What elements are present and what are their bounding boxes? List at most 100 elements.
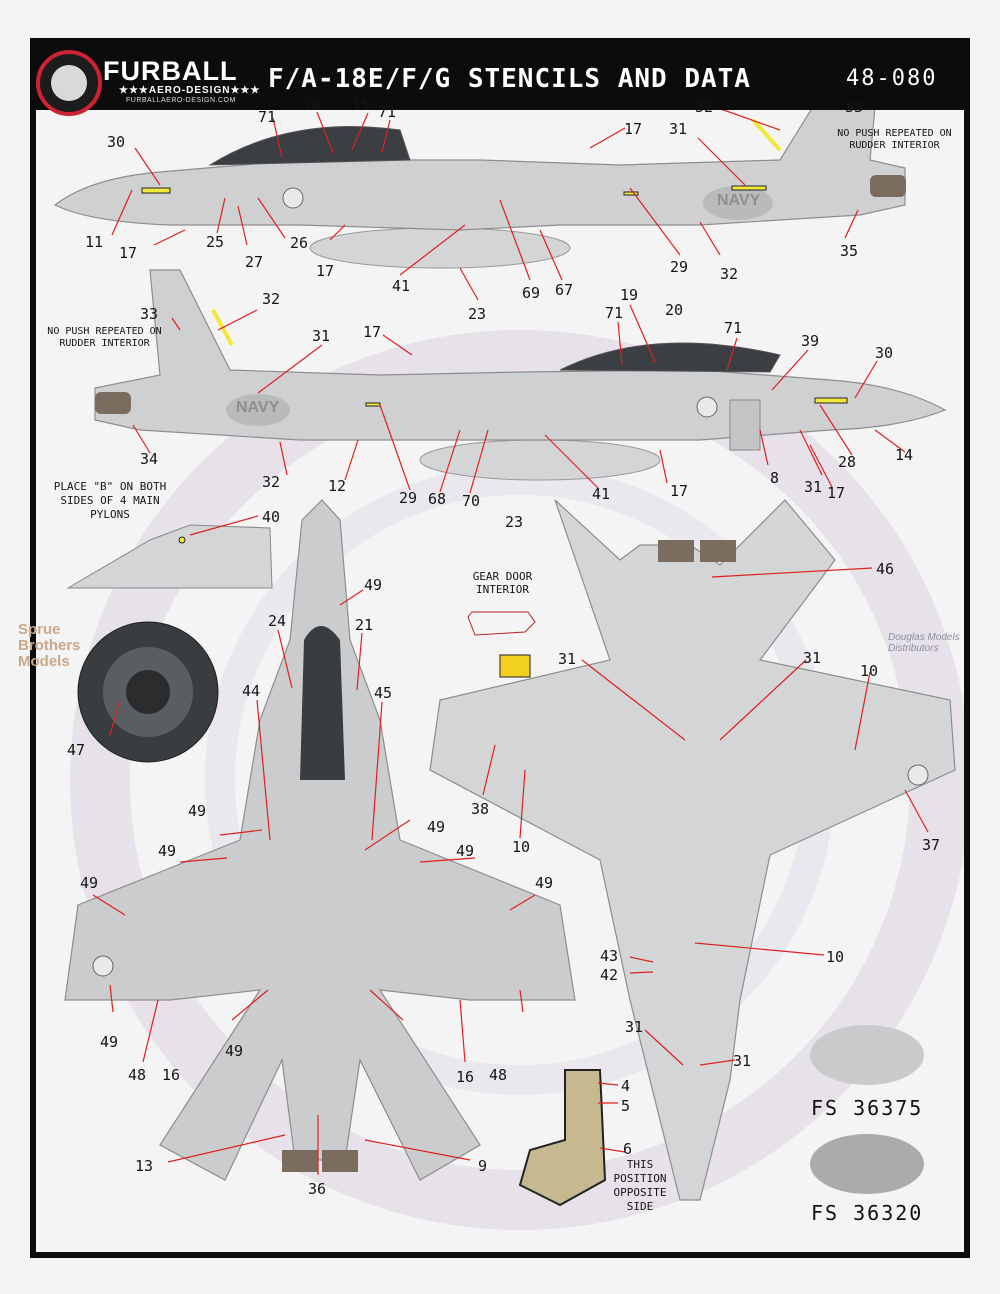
swatch-fs36320: [810, 1134, 924, 1194]
callout: 71: [605, 304, 624, 322]
callout: 48: [128, 1066, 147, 1084]
swatch-label-1: FS 36375: [811, 1096, 924, 1120]
callout: 23: [505, 513, 524, 531]
sheet-code: 48-080: [846, 66, 938, 91]
swatch-label-2: FS 36320: [811, 1201, 924, 1225]
leader-lines: [92, 107, 929, 1175]
callout: 17: [316, 262, 335, 280]
callout: 70: [462, 492, 481, 510]
callout: 19: [620, 286, 639, 304]
furball-logo-icon: [36, 50, 102, 116]
callout: 49: [364, 576, 383, 594]
callout: 12: [328, 477, 347, 495]
bottom-view: [429, 499, 956, 1201]
callout: 45: [374, 684, 393, 702]
callout: 32: [262, 290, 281, 308]
canopy-top: [300, 626, 345, 780]
callout: 29: [399, 489, 418, 507]
canopy-side-2: [559, 342, 781, 373]
callout: 71: [378, 103, 397, 121]
callout: 31: [733, 1052, 752, 1070]
nozzle-side-2: [95, 392, 131, 414]
callout: 36: [308, 1180, 327, 1198]
canopy-side-1: [208, 126, 411, 166]
callout: 67: [555, 281, 574, 299]
callout: 17: [624, 120, 643, 138]
callout: 71: [258, 108, 277, 126]
callout: 15: [352, 96, 371, 114]
callout: 17: [670, 482, 689, 500]
swatch-fs36375: [810, 1025, 924, 1085]
nozzle-top-left: [282, 1150, 318, 1172]
side-view-starboard: [53, 54, 906, 269]
callout: 23: [468, 305, 487, 323]
fuselage-side-1: [53, 54, 906, 231]
ejection-seat: [518, 1069, 607, 1207]
callout: 49: [80, 874, 99, 892]
callout: 41: [592, 485, 611, 503]
callout: 26: [290, 234, 309, 252]
navy-text-1: NAVY: [717, 192, 761, 209]
stencil-32-tail-1: [751, 118, 782, 152]
callout: 35: [840, 242, 859, 260]
callout: 20: [303, 96, 322, 114]
note-this-position: THIS POSITION OPPOSITE SIDE: [613, 1158, 667, 1213]
callout: 32: [262, 473, 281, 491]
brand-sub: ★★★AERO-DESIGN★★★: [119, 85, 261, 96]
callout: 24: [268, 612, 287, 630]
callout: 49: [188, 802, 207, 820]
callout: 49: [100, 1033, 119, 1051]
stencil-29-side-1: [623, 191, 639, 196]
callout: 21: [355, 616, 374, 634]
stencil-30-side-1: [141, 187, 171, 194]
callout: 44: [242, 682, 261, 700]
callout: 9: [478, 1157, 488, 1175]
callout: 30: [875, 344, 894, 362]
note-place-b: PLACE "B" ON BOTH SIDES OF 4 MAIN PYLONS: [53, 480, 167, 521]
nozzle-side-1: [870, 175, 906, 197]
callout: 31: [558, 650, 577, 668]
pylon-view: [66, 524, 273, 589]
callout: 38: [471, 800, 490, 818]
callout: 8: [770, 469, 780, 487]
callout: 16: [456, 1068, 475, 1086]
brand-name: FURBALL: [103, 56, 238, 86]
navy-text-2: NAVY: [236, 399, 280, 416]
nozzle-core: [126, 670, 170, 714]
national-insignia-side-1: [282, 187, 304, 209]
national-insignia-side-2: [696, 396, 718, 418]
note-no-push-2: NO PUSH REPEATED ON RUDDER INTERIOR: [47, 326, 162, 349]
callout: 25: [206, 233, 225, 251]
callout: 14: [895, 446, 914, 464]
callout: 49: [456, 842, 475, 860]
nozzle-bottom-right: [700, 540, 736, 562]
navy-patch-2: [226, 394, 290, 426]
callout: 68: [428, 490, 447, 508]
callout: 47: [67, 741, 86, 759]
side-view-port: [94, 269, 947, 481]
callout: 31: [669, 120, 688, 138]
callout: 71: [724, 319, 743, 337]
airframe-top: [64, 499, 576, 1181]
callout: 49: [225, 1042, 244, 1060]
callout: 4: [621, 1077, 631, 1095]
callout: 69: [522, 284, 541, 302]
callout: 29: [670, 258, 689, 276]
note-gear-door: GEAR DOOR INTERIOR: [472, 570, 533, 596]
callout: 42: [600, 966, 619, 984]
callout: 10: [826, 948, 845, 966]
callout: 48: [489, 1066, 508, 1084]
intake-side-2: [729, 399, 761, 451]
callout: 41: [392, 277, 411, 295]
callout: 16: [162, 1066, 181, 1084]
watermark-douglas-models: Douglas Models Distributors: [888, 632, 960, 654]
gear-door-interior: [467, 611, 536, 636]
watermark-sprue-brothers: Sprue Brothers Models: [18, 621, 81, 670]
header-bar: [30, 38, 970, 110]
callout: 31: [803, 649, 822, 667]
callout: 46: [876, 560, 895, 578]
stencil-30-side-2: [814, 397, 848, 404]
insignia-top: [92, 955, 114, 977]
callout: 40: [262, 508, 281, 526]
